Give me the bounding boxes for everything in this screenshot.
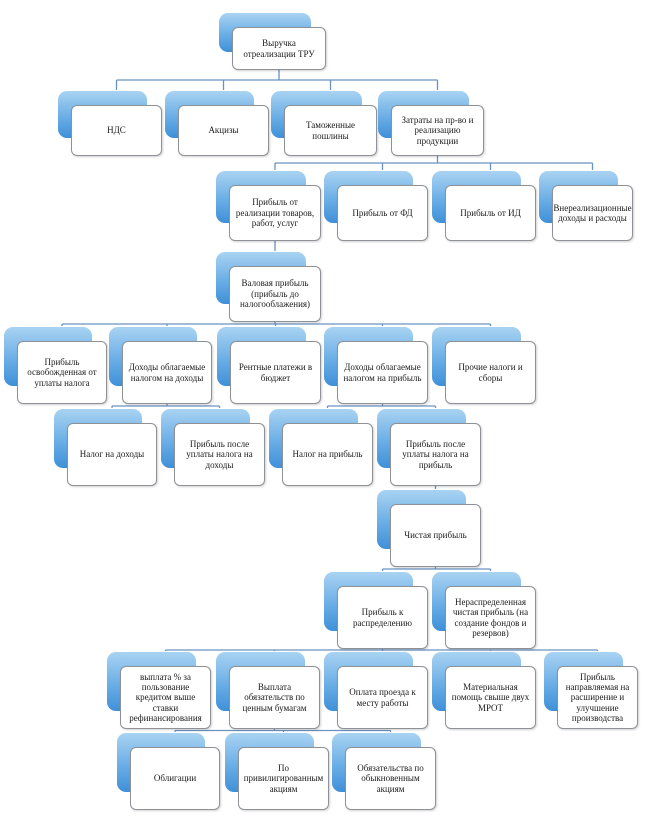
node-common-shares: Обязательства по обыкновенным акциям <box>345 747 436 810</box>
node-preferred-shares: По привилигированным акциям <box>238 747 329 810</box>
node-gross-profit: Валовая прибыль (прибыль до налогооблаже… <box>229 266 321 322</box>
node-other-taxes: Прочие налоги и сборы <box>445 341 536 404</box>
node-fd-profit: Прибыль от ФД <box>337 185 428 241</box>
node-profit-taxable: Доходы облагаемые налогом на прибыль <box>337 341 428 404</box>
node-income-taxable: Доходы облагаемые налогом на доходы <box>122 341 212 404</box>
node-non-operating: Внереализационные доходы и расходы <box>552 185 633 241</box>
node-retained: Нераспределенная чистая прибыль (на созд… <box>445 586 536 649</box>
node-customs: Таможенные пошлины <box>284 105 377 156</box>
node-id-profit: Прибыль от ИД <box>445 185 536 241</box>
node-net-profit: Чистая прибыль <box>390 504 481 567</box>
node-income-tax: Налог на доходы <box>67 423 157 486</box>
node-vat: НДС <box>71 105 162 156</box>
node-tax-exempt: Прибыль освобожденная от уплаты налога <box>17 341 107 404</box>
node-securities-obligations: Выплата обязательств по ценным бумагам <box>229 666 320 729</box>
node-excise: Акцизы <box>178 105 269 156</box>
node-rent-payments: Рентные платежи в бюджет <box>230 341 321 404</box>
node-revenue: Выручка отреализации ТРУ <box>232 27 326 70</box>
node-interest-payment: выплата % за пользование кредитом выше с… <box>120 666 211 729</box>
node-travel-payment: Оплата проезда к месту работы <box>337 666 428 729</box>
node-sales-profit: Прибыль от реализации товаров, работ, ус… <box>229 185 321 241</box>
node-distributable: Прибыль к распределению <box>337 586 428 649</box>
node-after-profit-tax: Прибыль после уплаты налога на прибыль <box>390 423 481 486</box>
node-costs: Затраты на пр-во и реализацию продукции <box>391 105 484 156</box>
node-material-aid: Материальная помощь свыше двух МРОТ <box>445 666 536 729</box>
node-after-income-tax: Прибыль после уплаты налога на доходы <box>174 423 265 486</box>
node-profit-tax: Налог на прибыль <box>282 423 373 486</box>
node-expansion: Прибыль направляемая на расширение и улу… <box>557 666 638 729</box>
node-bonds: Облигации <box>130 747 220 810</box>
